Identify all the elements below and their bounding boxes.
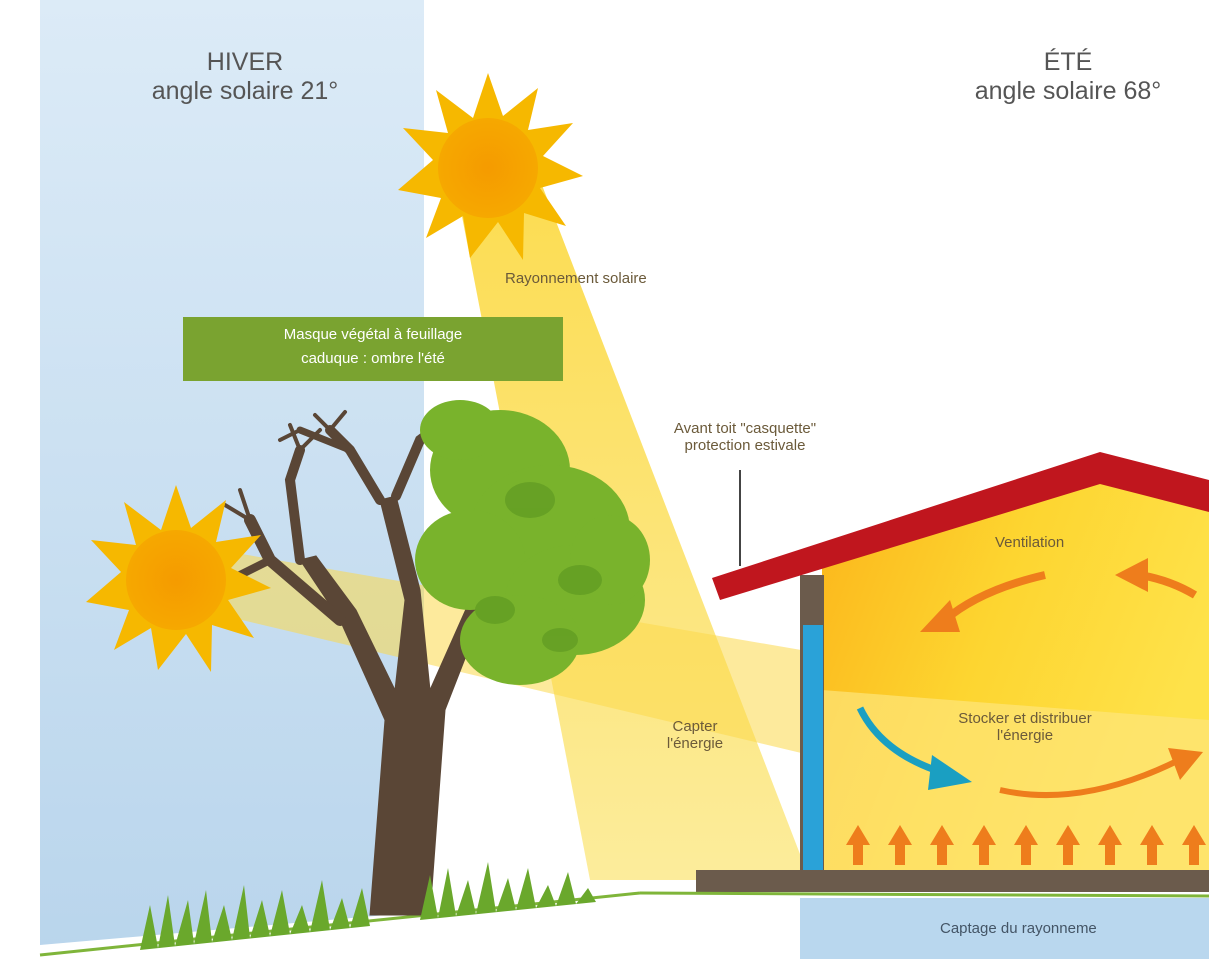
winter-sun [86, 485, 271, 672]
overhang-line-2: protection estivale [684, 437, 806, 455]
summer-heading: ÉTÉ angle solaire 68° [930, 48, 1206, 106]
tree-foliage-shade [475, 482, 602, 652]
capture-line-2: l'énergie [666, 735, 724, 753]
winter-title: HIVER [206, 48, 284, 76]
roof [712, 452, 1209, 600]
floor-slab [696, 870, 1209, 892]
ground-capture-label: Captage du rayonneme [800, 898, 1209, 959]
winter-heading: HIVER angle solaire 21° [100, 48, 390, 106]
summer-sun [398, 73, 583, 260]
ground-line-2 [639, 891, 1209, 898]
capture-line-1: Capter [672, 718, 718, 735]
radiation-label: Rayonnement solaire [505, 270, 647, 287]
house-glazing [803, 625, 823, 875]
overhang-label: Avant toit "casquette" protection estiva… [625, 420, 865, 455]
overhang-line-1: Avant toit "casquette" [673, 420, 817, 437]
storage-arrows [856, 706, 1203, 799]
ground [40, 893, 1209, 959]
ventilation-arrows [920, 558, 1198, 632]
vegetal-mask-line-1: Masque végétal à feuillage [283, 326, 463, 343]
winter-sky [40, 0, 424, 959]
summer-angle: angle solaire 68° [974, 76, 1162, 105]
store-label: Stocker et distribuer l'énergie [905, 710, 1145, 745]
store-line-2: l'énergie [996, 727, 1054, 745]
ventilation-label: Ventilation [995, 534, 1065, 551]
store-line-1: Stocker et distribuer [958, 710, 1092, 727]
grass [140, 862, 596, 950]
vegetal-mask-label: Masque végétal à feuillage caduque : omb… [183, 317, 563, 381]
capture-label: Capter l'énergie [640, 718, 750, 753]
floor-heat-arrows [846, 825, 1206, 865]
vegetal-mask-line-2: caduque : ombre l'été [301, 350, 445, 367]
winter-angle: angle solaire 21° [151, 76, 339, 105]
summer-title: ÉTÉ [1043, 48, 1093, 76]
